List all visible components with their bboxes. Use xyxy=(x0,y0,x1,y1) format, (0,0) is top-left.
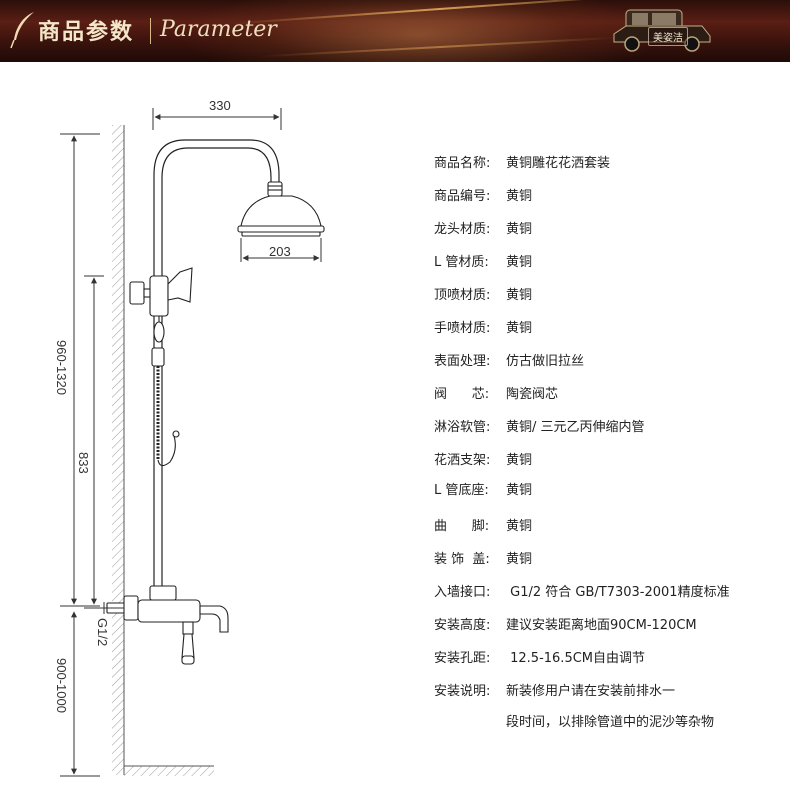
feather-icon xyxy=(10,12,34,49)
banner-subtitle: Parameter xyxy=(160,17,277,42)
spec-row: 曲 脚: 黄铜 xyxy=(434,519,532,535)
brand-label: 美姿洁 xyxy=(648,27,688,46)
spec-label: 安装说明: xyxy=(434,684,491,699)
spec-row: 安装说明: 新装修用户请在安装前排水一 xyxy=(434,684,675,700)
label-total-height: 960-1320 xyxy=(54,340,69,395)
spec-value: 新装修用户请在安装前排水一 xyxy=(506,684,676,699)
spec-label: 商品编号: xyxy=(434,189,491,204)
vintage-car-icon xyxy=(613,9,711,52)
dim-head-diameter xyxy=(240,238,322,262)
spec-label: 顶喷材质: xyxy=(434,288,491,303)
spec-label: 淋浴软管: xyxy=(434,420,491,435)
spec-label: 花洒支架: xyxy=(434,453,491,468)
label-inlet: G1/2 xyxy=(95,618,110,647)
spec-row: L 管底座: 黄铜 xyxy=(434,483,532,499)
dim-inlet xyxy=(84,602,124,614)
spec-value: 段时间，以排除管道中的泥沙等杂物 xyxy=(506,715,715,730)
spec-value: 黄铜 xyxy=(506,255,533,270)
spec-row: 入墙接口: G1/2 符合 GB/T7303-2001精度标准 xyxy=(434,585,730,601)
shower-technical-drawing xyxy=(60,108,325,777)
label-bar-height: 833 xyxy=(76,452,91,474)
spec-row: 安装高度: 建议安装距离地面90CM-120CM xyxy=(434,618,697,634)
spec-label: 入墙接口: xyxy=(434,585,491,600)
spec-value: 黄铜雕花花洒套装 xyxy=(506,156,611,171)
dim-inlet-height xyxy=(60,611,100,777)
spec-value: 12.5-16.5CM自由调节 xyxy=(506,651,646,666)
slide-bar xyxy=(151,347,180,467)
dim-bar-height xyxy=(84,275,104,605)
spec-row: 表面处理: 仿古做旧拉丝 xyxy=(434,354,584,370)
spec-value: 黄铜 xyxy=(506,189,533,204)
spec-row: 安装孔距: 12.5-16.5CM自由调节 xyxy=(434,651,645,667)
floor xyxy=(124,765,214,776)
spec-label: 商品名称: xyxy=(434,156,491,171)
label-head-diameter: 203 xyxy=(269,244,291,259)
spec-value: G1/2 符合 GB/T7303-2001精度标准 xyxy=(506,585,730,600)
dim-total-height xyxy=(60,133,100,607)
spec-label: 曲 脚: xyxy=(434,519,490,534)
banner-divider xyxy=(150,18,151,44)
spec-label: 装 饰 盖: xyxy=(434,552,490,567)
spec-value: 黄铜 xyxy=(506,288,533,303)
wall xyxy=(112,125,125,775)
spec-row: 段时间，以排除管道中的泥沙等杂物 xyxy=(434,715,714,731)
spec-label: L 管底座: xyxy=(434,483,489,498)
spec-label: 龙头材质: xyxy=(434,222,491,237)
spec-label: 安装孔距: xyxy=(434,651,491,666)
spec-label: 手喷材质: xyxy=(434,321,491,336)
spec-row: 装 饰 盖: 黄铜 xyxy=(434,552,532,568)
spec-row: 手喷材质: 黄铜 xyxy=(434,321,532,337)
spec-row: 阀 芯: 陶瓷阀芯 xyxy=(434,387,558,403)
spec-value: 黄铜/ 三元乙丙伸缩内管 xyxy=(506,420,645,435)
spec-value: 仿古做旧拉丝 xyxy=(506,354,585,369)
spec-row: 商品名称: 黄铜雕花花洒套装 xyxy=(434,156,610,172)
spec-value: 黄铜 xyxy=(506,321,533,336)
spec-value: 黄铜 xyxy=(506,453,533,468)
spec-label: 安装高度: xyxy=(434,618,491,633)
spec-label: L 管材质: xyxy=(434,255,489,270)
header-banner: 商品参数 Parameter 美姿洁 xyxy=(0,0,790,62)
spec-value: 陶瓷阀芯 xyxy=(506,387,559,402)
spec-label: 阀 芯: xyxy=(434,387,490,402)
spec-value: 黄铜 xyxy=(506,222,533,237)
spec-value: 黄铜 xyxy=(506,552,533,567)
label-top-width: 330 xyxy=(209,98,231,113)
spec-row: 花洒支架: 黄铜 xyxy=(434,453,532,469)
spec-value: 建议安装距离地面90CM-120CM xyxy=(506,618,697,633)
spec-value: 黄铜 xyxy=(506,483,533,498)
shower-riser xyxy=(153,139,280,590)
mixer-valve xyxy=(106,585,229,665)
label-inlet-height: 900-1000 xyxy=(54,658,69,713)
spec-row: 淋浴软管: 黄铜/ 三元乙丙伸缩内管 xyxy=(434,420,645,436)
spec-row: 商品编号: 黄铜 xyxy=(434,189,532,205)
banner-title: 商品参数 xyxy=(38,19,135,45)
spec-row: 龙头材质: 黄铜 xyxy=(434,222,532,238)
dim-top-width xyxy=(152,108,282,130)
spec-row: L 管材质: 黄铜 xyxy=(434,255,532,271)
shower-head xyxy=(237,181,325,237)
spec-value: 黄铜 xyxy=(506,519,533,534)
spec-row: 顶喷材质: 黄铜 xyxy=(434,288,532,304)
handheld-holder xyxy=(129,267,193,343)
spec-label: 表面处理: xyxy=(434,354,491,369)
